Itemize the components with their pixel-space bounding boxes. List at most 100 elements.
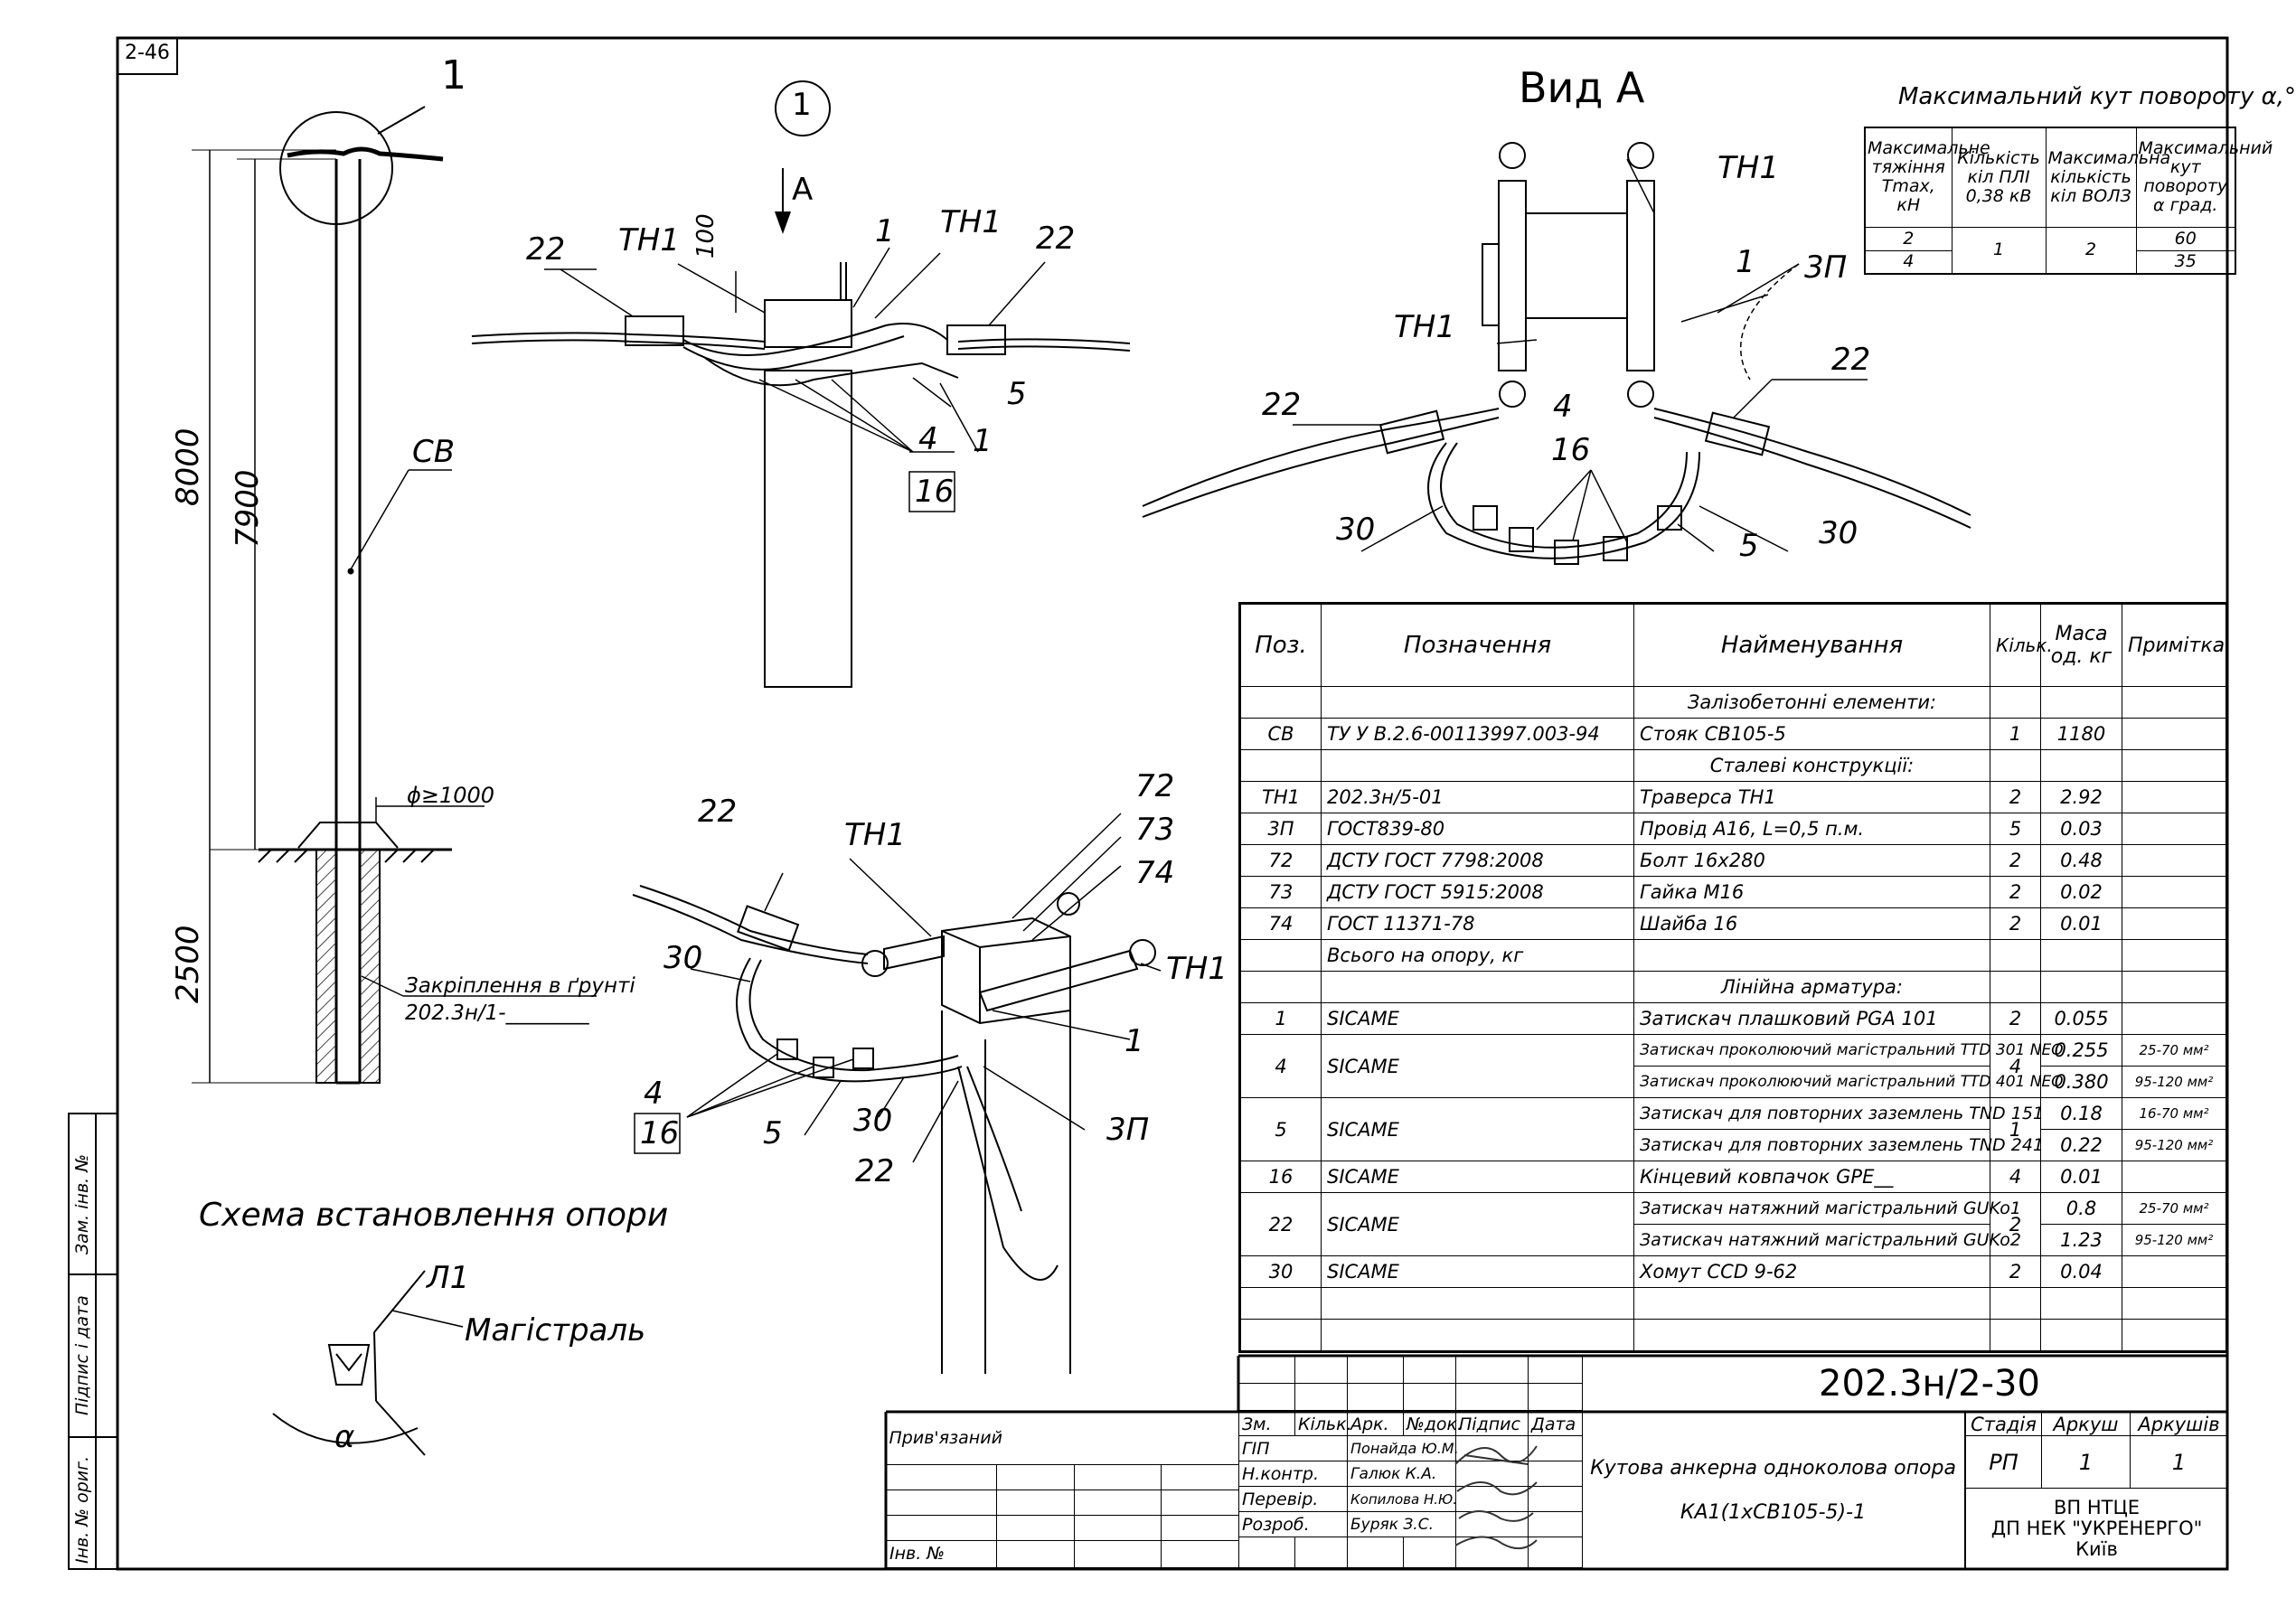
side-stamp-orig: Інв. № ориг. (72, 1455, 92, 1564)
spec-header-note: Примітка (2122, 603, 2227, 687)
stage-value: РП (1965, 1435, 2042, 1489)
table-row: Затискач проколюючий магістральний TTD 4… (1240, 1066, 2227, 1098)
angle-row2-angle: 35 (2135, 249, 2236, 275)
side-stamp-grid (68, 1113, 118, 1570)
col-date: Дата (1528, 1412, 1583, 1436)
spec-total-label: Всього на опору, кг (1321, 939, 1634, 972)
table-row: ТН1 202.3н/5-01 Траверса ТН1 2 2.92 (1239, 781, 2227, 813)
scheme-angle-label: α (334, 1419, 355, 1455)
callout-viewa-4: 4 (1553, 389, 1573, 425)
table-row: СВ ТУ У В.2.6-00113997.003-94 Стояк СВ10… (1239, 718, 2227, 750)
callout-iso-30a: 30 (663, 940, 703, 976)
table-row: 1 SICAME Затискач плашковий PGA 101 2 0.… (1239, 1002, 2227, 1035)
callout-detail1-4: 4 (918, 421, 938, 457)
sheets-value: 1 (2130, 1435, 2228, 1489)
callout-viewa-th1b: ТН1 (1394, 309, 1455, 345)
corner-code-box (117, 37, 178, 75)
angle-header-fiber: Максимальна кількість кіл ВОЛЗ (2045, 127, 2170, 228)
angle-fiber: 2 (2045, 226, 2137, 275)
stage-block: Стадія Аркуш Аркушів РП 1 1 ВП НТЦЕ ДП Н… (1965, 1412, 2228, 1570)
iso-drawing (632, 813, 1162, 1374)
sheets-label: Аркушів (2130, 1412, 2228, 1436)
callout-iso-4: 4 (644, 1076, 663, 1112)
callout-iso-16: 16 (640, 1115, 680, 1151)
inv-no-label: Інв. № (886, 1539, 997, 1568)
callout-iso-th1b: ТН1 (1166, 951, 1228, 987)
table-row: 22 SICAME Затискач натяжний магістральни… (1239, 1192, 2227, 1256)
view-arrow-label: А (792, 172, 814, 208)
table-row: 16 SICAME Кінцевий ковпачок GPE__ 4 0.01 (1239, 1161, 2227, 1193)
angle-circuits: 1 (1951, 226, 2047, 275)
side-stamp-sign: Підпис і дата (72, 1295, 92, 1415)
drawing-title-line1: Кутова анкерна одноколова опора (1590, 1457, 1956, 1480)
callout-viewa-22a: 22 (1831, 342, 1871, 378)
dim-total: 8000 (170, 428, 206, 506)
title-text-block: Кутова анкерна одноколова опора КА1(1хСВ… (1582, 1412, 1965, 1570)
callout-iso-22b: 22 (855, 1153, 895, 1189)
table-row: Затискач для повторних заземлень TND 241… (1240, 1129, 2227, 1161)
angle-header-circuits: Кількість кіл ПЛІ 0,38 кВ (1951, 127, 2047, 228)
callout-viewa-30a: 30 (1336, 512, 1376, 548)
scheme-branch-label: Л1 (427, 1260, 470, 1296)
spec-section-fittings: Лінійна арматура: (1633, 971, 1990, 1003)
col-change: Зм. (1238, 1412, 1295, 1436)
table-row: 5 SICAME Затискач для повторних заземлен… (1239, 1097, 2227, 1161)
drawing-title-line2: КА1(1хСВ105-5)-1 (1680, 1500, 1867, 1524)
table-row: 4 SICAME Затискач проколюючий магістраль… (1239, 1034, 2227, 1098)
callout-iso-74: 74 (1135, 855, 1175, 891)
callout-iso-72: 72 (1135, 768, 1175, 804)
detail-1-drawing (471, 80, 1131, 688)
sheet-value: 1 (2041, 1435, 2131, 1489)
view-a-drawing (1142, 142, 1971, 565)
callout-detail1-5: 5 (1007, 376, 1027, 412)
callout-detail1-22b: 22 (1036, 221, 1076, 257)
sheet-label: Аркуш (2041, 1412, 2131, 1436)
col-signature: Підпис (1455, 1412, 1529, 1436)
org-line1: ВП НТЦЕ (2053, 1496, 2141, 1518)
callout-viewa-1: 1 (1736, 244, 1755, 280)
table-row: Затискач натяжний магістральний GUKo2 1.… (1240, 1224, 2227, 1256)
callout-iso-3p: 3П (1106, 1112, 1150, 1148)
col-sheet: Арк. (1347, 1412, 1404, 1436)
callout-detail1-1b: 1 (973, 423, 993, 459)
spec-section-concrete: Залізобетонні елементи: (1633, 686, 1990, 719)
dim-diameter: ϕ≥1000 (407, 783, 495, 808)
ground-note-line2: 202.3н/1-________ (405, 1001, 589, 1025)
angle-row1-angle: 60 (2135, 226, 2236, 251)
callout-detail1-22a: 22 (526, 231, 566, 268)
angle-row2-tmax: 4 (1864, 249, 1953, 275)
callout-detail1-16: 16 (915, 474, 955, 510)
callout-viewa-5: 5 (1739, 528, 1759, 564)
angle-header-angle: Максимальний кут повороту α град. (2135, 127, 2272, 228)
scheme-drawing (272, 1270, 464, 1456)
spec-table: Поз. Позначення Найменування Кільк. Маса… (1238, 602, 2228, 1353)
angle-table: Максимальне тяжіння Tmax, кН Кількість к… (1864, 127, 2272, 275)
side-stamp-replace: Зам. інв. № (72, 1154, 92, 1255)
scheme-title: Схема встановлення опори (199, 1197, 669, 1234)
table-row: 73 ДСТУ ГОСТ 5915:2008 Гайка М16 2 0.02 (1239, 876, 2227, 908)
view-a-title: Вид А (1519, 63, 1645, 112)
revision-strip (1238, 1356, 1583, 1411)
callout-iso-73: 73 (1135, 812, 1175, 848)
pole-label: СВ (412, 434, 456, 470)
callout-detail1-100: 100 (692, 213, 720, 258)
dim-above: 7900 (230, 469, 266, 548)
spec-header-pos: Поз. (1239, 603, 1322, 687)
table-row: 74 ГОСТ 11371-78 Шайба 16 2 0.01 (1239, 907, 2227, 940)
stage-label: Стадія (1965, 1412, 2042, 1436)
angle-row1-tmax: 2 (1864, 226, 1953, 251)
scheme-mainline-label: Магістраль (465, 1312, 646, 1349)
callout-viewa-22b: 22 (1262, 387, 1302, 423)
detail-1-marker: 1 (792, 87, 812, 123)
corner-code: 2-46 (125, 42, 170, 64)
callout-iso-1: 1 (1124, 1023, 1144, 1059)
callout-iso-22a: 22 (698, 794, 738, 830)
callout-viewa-30b: 30 (1819, 515, 1858, 551)
signatures (1454, 1445, 1538, 1550)
table-row: 3П ГОСТ839-80 Провід А16, L=0,5 п.м. 5 0… (1239, 813, 2227, 845)
table-row: 30 SICAME Хомут CCD 9-62 2 0.04 (1239, 1255, 2227, 1288)
spec-header-mass: Маса од. кг (2040, 603, 2122, 687)
spec-header-code: Позначення (1321, 603, 1634, 687)
